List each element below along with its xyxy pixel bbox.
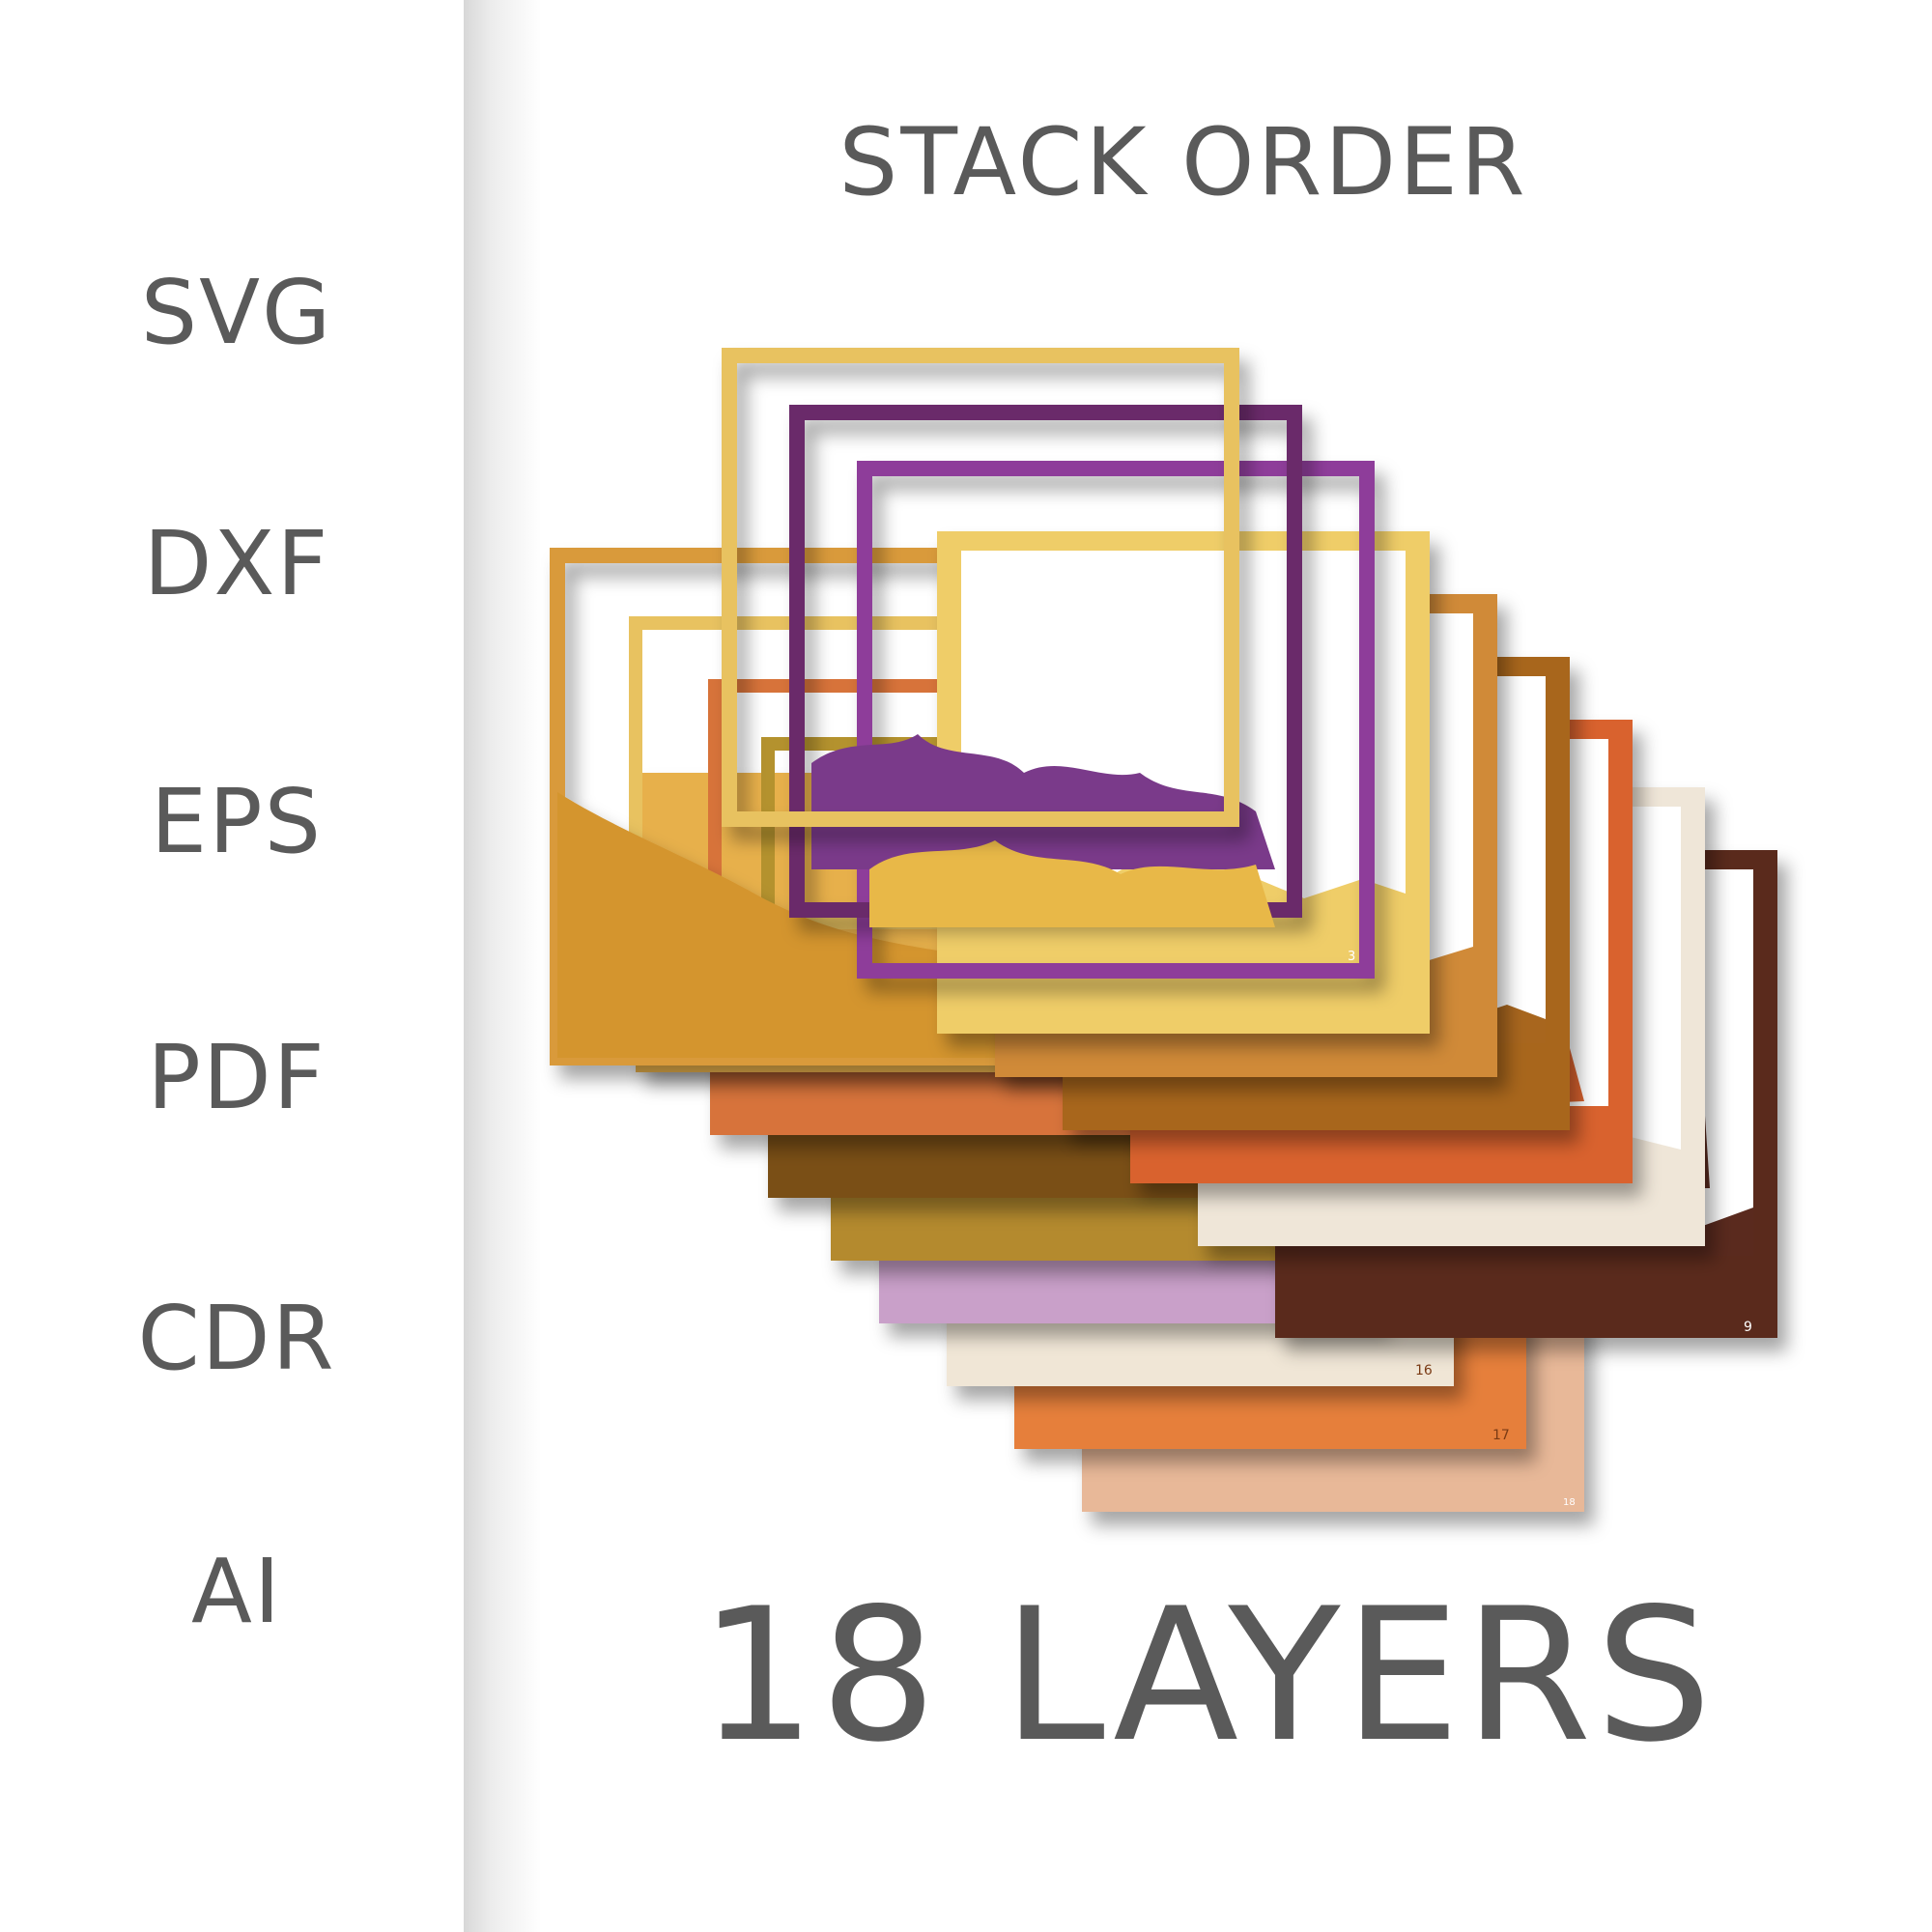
layer-18-corner-mark: 18 (1563, 1497, 1576, 1508)
layer-17-number: 17 (1492, 1428, 1510, 1443)
sidebar-divider-shadow (464, 0, 541, 1932)
layer-frame-front (722, 348, 1239, 827)
sidebar: SVG DXF EPS PDF CDR AI (0, 0, 464, 1932)
format-label-cdr: CDR (137, 1287, 336, 1390)
layer-3 (857, 461, 1375, 979)
format-label-eps: EPS (150, 770, 323, 873)
format-label-svg: SVG (140, 261, 333, 364)
format-label-dxf: DXF (143, 512, 330, 615)
page-title: STACK ORDER (838, 108, 1528, 216)
layer-16-number: 16 (1415, 1363, 1433, 1378)
layer-3-number: 3 (1348, 950, 1355, 964)
format-label-ai: AI (190, 1540, 283, 1643)
right-layer-cascade: 9 3 (722, 348, 1777, 1338)
layers-count: 18 LAYERS (698, 1569, 1717, 1782)
foliage-purple (811, 734, 1275, 869)
format-label-pdf: PDF (147, 1026, 327, 1129)
layer-9-number: 9 (1744, 1320, 1752, 1335)
foliage-gold (869, 840, 1275, 927)
